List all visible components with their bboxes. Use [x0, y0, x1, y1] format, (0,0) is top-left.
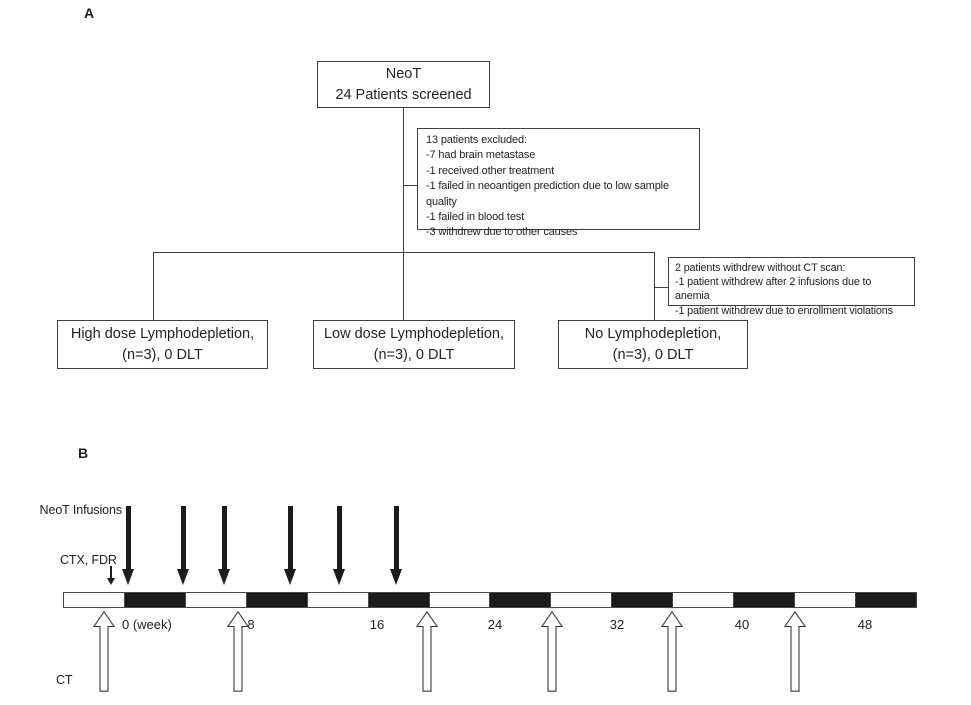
week-label: 8	[247, 617, 255, 632]
timeline-segment	[184, 593, 246, 607]
arrow-head	[389, 569, 402, 585]
ct-scan-arrow-icon	[92, 610, 116, 692]
ct-arrow-svg	[226, 610, 250, 692]
connector-withdrew	[654, 287, 669, 289]
arrow-shaft	[287, 506, 293, 570]
arm-box-line2: (n=3), 0 DLT	[612, 346, 694, 363]
arrow-shaft	[221, 506, 227, 570]
arm-box-line2: (n=3), 0 DLT	[373, 346, 455, 363]
arm-box-high-dose: High dose Lymphodepletion, (n=3), 0 DLT	[57, 320, 268, 369]
timeline-segment	[428, 593, 490, 607]
ct-scan-arrow-icon	[226, 610, 250, 692]
excluded-line: -3 withdrew due to other causes	[426, 226, 578, 239]
arm-box-no-lymphodepletion: No Lymphodepletion, (n=3), 0 DLT	[558, 320, 748, 369]
timeline-segment	[672, 593, 734, 607]
excluded-line: -7 had brain metastase	[426, 149, 536, 162]
arrow-head	[176, 569, 189, 585]
connector-branch-horizontal	[153, 252, 655, 254]
ct-scan-arrow-icon	[660, 610, 684, 692]
ct-axis-label: CT	[56, 673, 73, 687]
infusion-arrow-icon	[283, 506, 297, 585]
arm-box-line1: High dose Lymphodepletion,	[70, 326, 255, 342]
ct-arrow-svg	[540, 610, 564, 692]
timeline-segment	[733, 593, 795, 607]
ct-scan-arrow-icon	[415, 610, 439, 692]
arrow-head	[106, 578, 115, 585]
week-label: 48	[857, 617, 873, 632]
timeline-segment	[64, 593, 124, 607]
timeline-segment	[550, 593, 612, 607]
timeline-segment	[306, 593, 368, 607]
arrow-head	[332, 569, 345, 585]
week-label: 16	[369, 617, 385, 632]
timeline-segment	[245, 593, 307, 607]
ct-arrow-svg	[415, 610, 439, 692]
ct-arrow-svg	[92, 610, 116, 692]
panel-b-label: B	[78, 445, 89, 461]
ctx-fdr-axis-label: CTX, FDR	[60, 553, 117, 567]
infusion-arrow-icon	[389, 506, 403, 585]
ctx-fdr-arrow-icon	[106, 566, 116, 585]
arm-box-low-dose: Low dose Lymphodepletion, (n=3), 0 DLT	[313, 320, 515, 369]
arrow-head	[121, 569, 134, 585]
infusion-arrow-icon	[121, 506, 135, 585]
excluded-line: -1 failed in neoantigen prediction due t…	[426, 180, 669, 208]
week-label: 32	[609, 617, 625, 632]
arm-box-line1: Low dose Lymphodepletion,	[323, 326, 505, 342]
week-label: 0 (week)	[122, 617, 172, 632]
excluded-line: 13 patients excluded:	[426, 134, 527, 146]
timeline-segment	[611, 593, 673, 607]
arrow-shaft	[125, 506, 131, 570]
excluded-box: 13 patients excluded: -7 had brain metas…	[417, 128, 700, 238]
timeline-segment	[367, 593, 429, 607]
withdrew-line: 2 patients withdrew without CT scan:	[675, 262, 846, 274]
ct-scan-arrow-icon	[783, 610, 807, 692]
excluded-line: -1 received other treatment	[426, 164, 555, 177]
timeline-segment	[489, 593, 551, 607]
ct-arrow-svg	[660, 610, 684, 692]
connector-left-vertical	[153, 252, 155, 322]
timeline-segment	[123, 593, 185, 607]
week-label: 40	[734, 617, 750, 632]
ct-scan-arrow-icon	[540, 610, 564, 692]
withdrew-line: -1 patient withdrew after 2 infusions du…	[675, 276, 872, 303]
infusion-arrow-icon	[332, 506, 346, 585]
timeline-segment	[794, 593, 855, 607]
connector-main-vertical	[403, 108, 405, 322]
screening-box-line2: 24 Patients screened	[335, 86, 472, 103]
withdrew-box: 2 patients withdrew without CT scan: -1 …	[668, 257, 915, 317]
week-label: 24	[487, 617, 503, 632]
screening-box-line1: NeoT	[385, 65, 422, 82]
connector-excluded	[403, 185, 417, 187]
excluded-line: -1 failed in blood test	[426, 211, 525, 224]
screening-box: NeoT 24 Patients screened	[317, 61, 490, 108]
arm-box-line1: No Lymphodepletion,	[584, 326, 722, 342]
timeline-bar	[63, 592, 917, 608]
infusions-axis-label: NeoT Infusions	[39, 503, 123, 517]
withdrew-line: -1 patient withdrew due to enrollment vi…	[675, 304, 893, 317]
infusion-arrow-icon	[217, 506, 231, 585]
arrow-head	[283, 569, 296, 585]
arrow-head	[217, 569, 230, 585]
arrow-shaft	[336, 506, 342, 570]
week-axis: 0 (week) 8 16 24 32 40 48	[0, 617, 971, 635]
ct-arrow-svg	[783, 610, 807, 692]
arm-box-line2: (n=3), 0 DLT	[122, 346, 203, 363]
arrow-shaft	[110, 566, 112, 578]
arrow-shaft	[393, 506, 399, 570]
infusion-arrow-icon	[176, 506, 190, 585]
panel-a-label: A	[84, 5, 95, 21]
arrow-shaft	[180, 506, 186, 570]
timeline-segment	[854, 593, 916, 607]
